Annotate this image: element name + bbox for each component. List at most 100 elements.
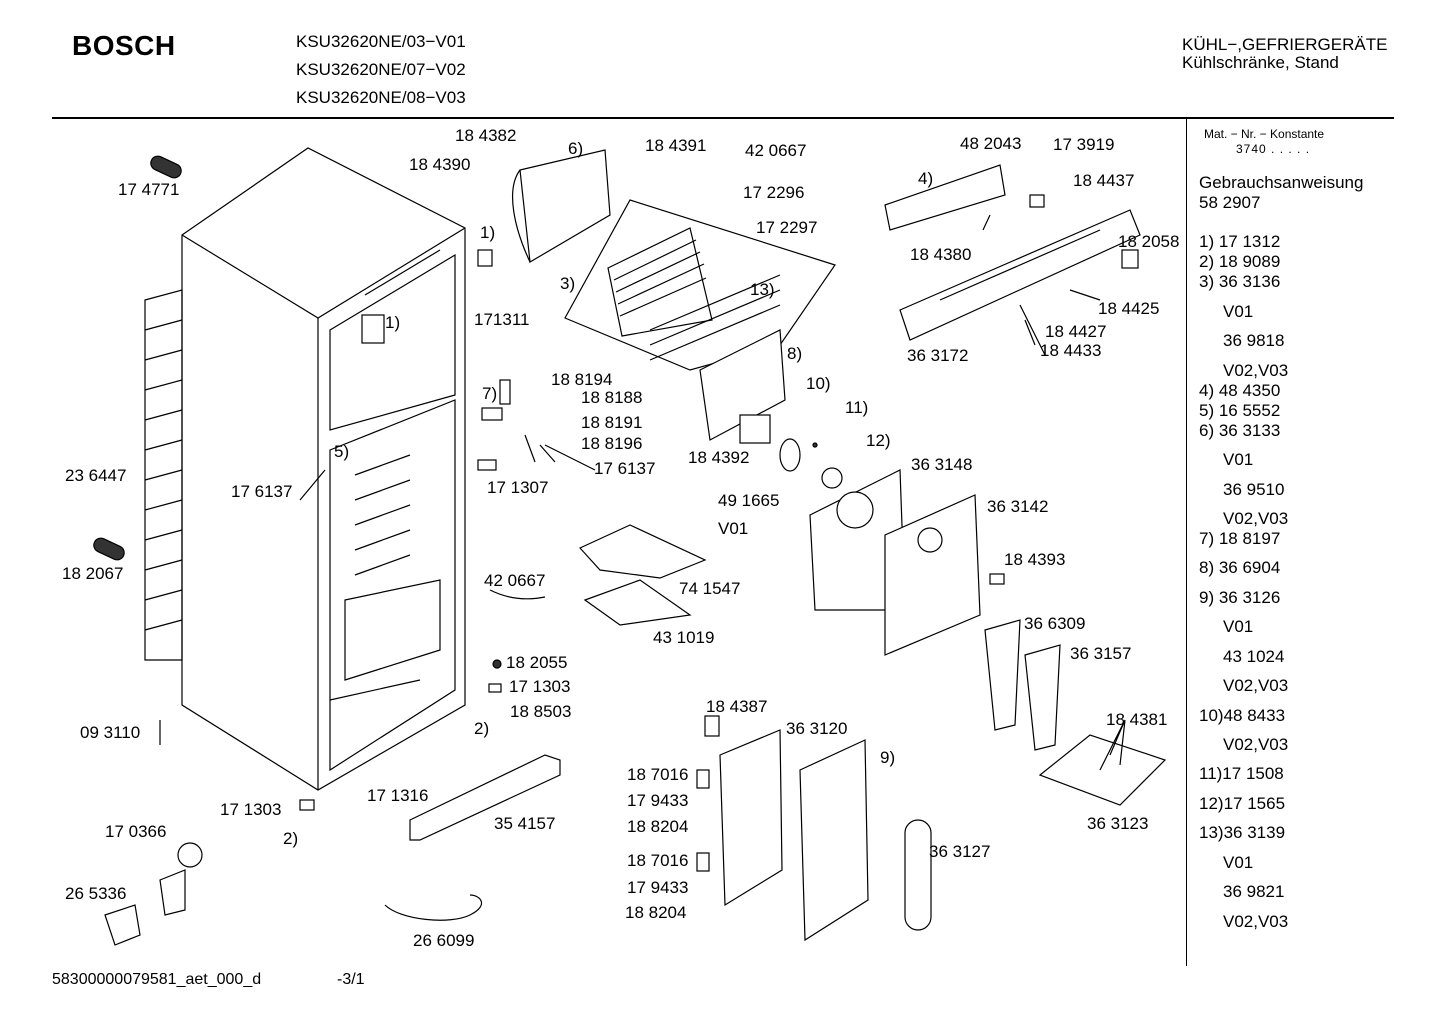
evaporator-group-outline [564,199,836,371]
part-label: 43 1019 [653,628,715,647]
sidebar-entry: 36 9818 [1223,331,1285,350]
small-part [1029,194,1045,208]
part-label: 18 8191 [581,413,643,432]
part-label: 18 2067 [62,564,124,583]
part-label: 17 1303 [509,677,571,696]
part-label: 26 6099 [413,931,475,950]
part-label: 18 4380 [910,245,972,264]
sidebar-entry: V02,V03 [1223,735,1289,754]
page-number: -3/1 [337,971,365,988]
part-label: 26 5336 [65,884,127,903]
mat-value: 3740 . . . . . [1236,142,1311,156]
part-label: 42 0667 [745,141,807,160]
sidebar-entry: 36 9510 [1223,480,1285,499]
sidebar-entry: 36 9821 [1223,882,1285,901]
document-id: 58300000079581_aet_000_d [52,971,262,988]
control-housing [899,209,1141,341]
cabinet-slot [364,249,441,296]
category-title: KÜHL−,GEFRIERGERÄTE [1182,35,1388,54]
sidebar-entry: 12)17 1565 [1199,794,1286,813]
part-label: 11) [845,398,869,417]
part-label: 36 3127 [929,842,991,861]
part-label: 18 2058 [1118,232,1180,251]
freezer-compartment [329,253,456,431]
sidebar-entry: 3) 36 3136 [1199,272,1281,291]
crisper-area [344,579,441,681]
sidebar-entry: 9) 36 3126 [1199,588,1281,607]
part-label: 09 3110 [80,723,141,742]
part-label: V01 [718,519,749,538]
part-label: 36 3172 [907,346,969,365]
cabinet-shell [181,147,466,791]
part-label: 18 4381 [1106,710,1168,729]
evaporator [607,227,713,337]
sidebar-entry: 8) 36 6904 [1199,558,1281,577]
back-cover [884,494,981,656]
evaporator-fins [613,239,707,317]
part-label: 42 0667 [484,571,546,590]
fan-bracket [159,869,186,916]
sidebar-entry: 11)17 1508 [1199,764,1284,783]
part-label: 49 1665 [718,491,780,510]
fan-blade [821,467,843,489]
fridge-compartment [329,399,456,772]
part-label: 18 7016 [627,851,689,870]
part-label: 18 4437 [1073,171,1135,190]
door-part [984,619,1021,731]
part-label: 17 9433 [627,791,689,810]
part-label: 18 2055 [506,653,568,672]
part-label: 18 8204 [627,817,689,836]
part-label: 17 9433 [627,878,689,897]
small-part [481,407,503,421]
manual-value: 58 2907 [1199,193,1261,212]
part-label: 171311 [474,310,530,329]
cable [489,589,546,600]
sidebar-entry: 2) 18 9089 [1199,252,1281,271]
part-label: 17 6137 [594,459,656,478]
fan-motor-blade [177,842,203,868]
compressor-part [104,904,141,946]
panel-cutout [836,491,874,529]
sidebar-entry: 10)48 8433 [1199,706,1286,725]
part-label: 2) [283,829,299,848]
evaporator-cover [519,149,611,263]
shelf-rails [354,454,411,576]
sidebar-entry: V02,V03 [1223,509,1289,528]
lamp-part [1121,249,1139,269]
part-label: 74 1547 [679,579,741,598]
small-part [477,459,497,471]
door-insert [904,819,932,931]
part-label: 17 2296 [743,183,805,202]
part-label: 17 3919 [1053,135,1115,154]
small-part [696,769,710,789]
part-label: 12) [866,431,891,450]
sidebar-divider [1186,118,1187,966]
door-tray [1038,734,1167,806]
tube-part [150,155,182,179]
manual-label: Gebrauchsanweisung [1199,173,1364,192]
part-label: 18 4387 [706,697,768,716]
back-cover-knob [917,527,943,553]
cable [511,169,531,263]
part-label: 3) [560,274,576,293]
part-label: 18 4433 [1040,341,1102,360]
door-part [1024,644,1061,751]
part-label: 18 4390 [409,155,471,174]
part-label: 17 2297 [756,218,818,237]
sidebar-entry: 1) 17 1312 [1199,232,1281,251]
part-label: 2) [474,719,490,738]
sidebar-entry: 13)36 3139 [1199,823,1286,842]
sidebar-entry: 7) 18 8197 [1199,529,1281,548]
small-part [704,715,720,737]
sidebar-entry: V01 [1223,617,1254,636]
sidebar-entry: 6) 36 3133 [1199,421,1281,440]
model-number: KSU32620NE/07−V02 [296,60,466,79]
part-label: 18 8196 [581,434,643,453]
part-label: 5) [334,442,350,461]
sidebar-entry: V01 [1223,302,1254,321]
part-label: 18 8204 [625,903,687,922]
small-part [492,659,502,669]
sidebar-entry: V01 [1223,853,1254,872]
part-label: 18 4427 [1045,322,1107,341]
